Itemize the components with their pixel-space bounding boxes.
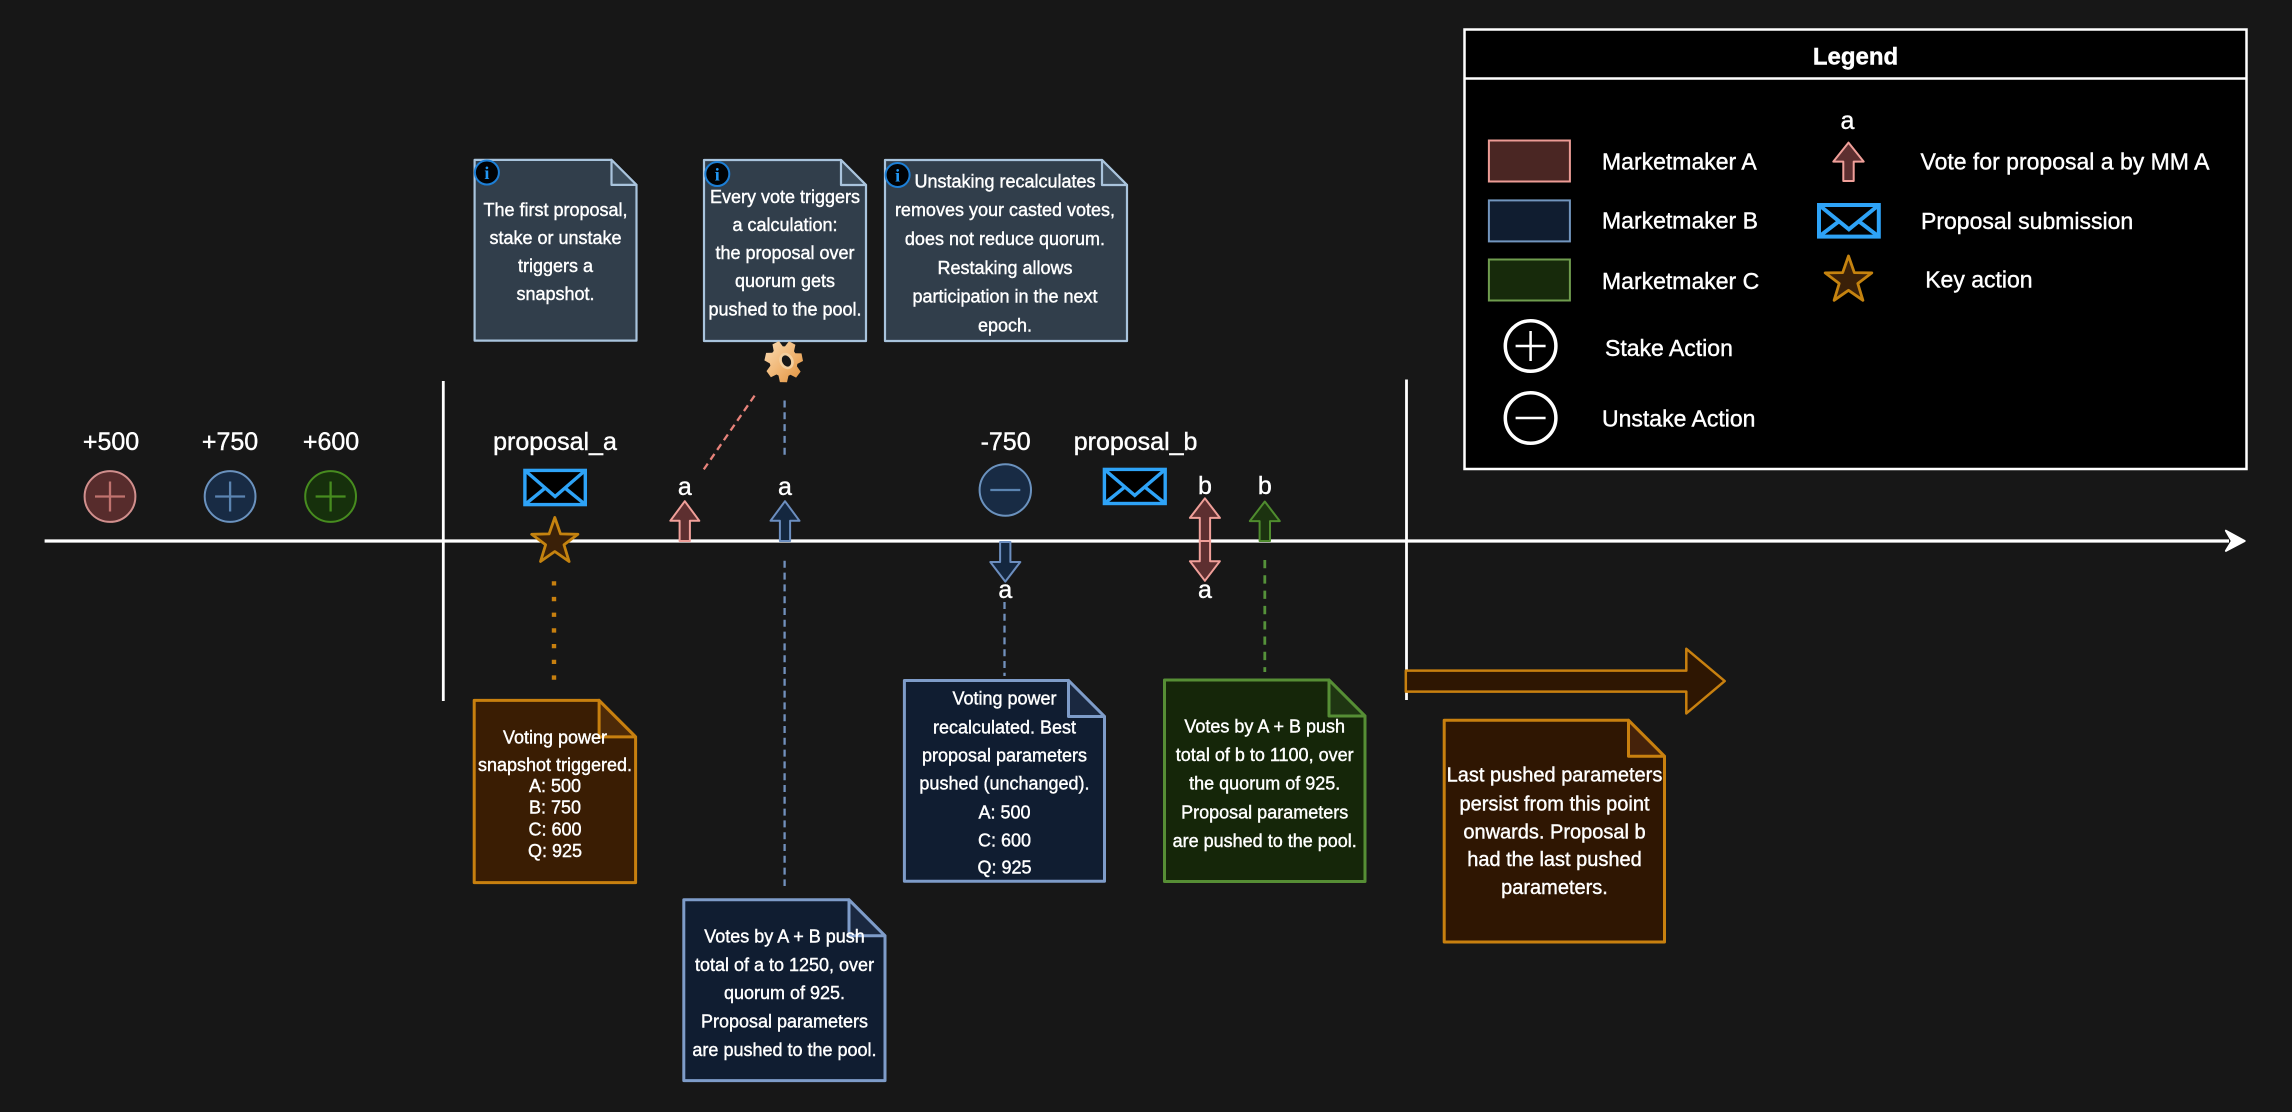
- svg-text:snapshot.: snapshot.: [516, 284, 594, 304]
- svg-text:the quorum of 925.: the quorum of 925.: [1189, 773, 1340, 793]
- svg-text:pushed (unchanged).: pushed (unchanged).: [919, 774, 1089, 794]
- svg-text:are pushed to the pool.: are pushed to the pool.: [1173, 831, 1357, 851]
- svg-text:Unstake Action: Unstake Action: [1602, 406, 1755, 432]
- svg-text:Restaking allows: Restaking allows: [937, 258, 1072, 278]
- svg-text:quorum gets: quorum gets: [735, 271, 835, 291]
- svg-text:Q: 925: Q: 925: [977, 858, 1031, 878]
- svg-text:are pushed to the pool.: are pushed to the pool.: [692, 1040, 876, 1060]
- svg-text:a calculation:: a calculation:: [732, 215, 837, 235]
- svg-text:Voting power: Voting power: [952, 688, 1056, 708]
- svg-text:persist from this point: persist from this point: [1459, 793, 1650, 815]
- svg-text:i: i: [715, 165, 720, 185]
- svg-text:B: 750: B: 750: [529, 798, 581, 818]
- svg-text:i: i: [484, 163, 489, 183]
- svg-text:proposal_b: proposal_b: [1074, 428, 1198, 456]
- svg-text:Votes by A + B push: Votes by A + B push: [1184, 717, 1345, 737]
- svg-text:a: a: [1841, 107, 1855, 135]
- svg-text:parameters.: parameters.: [1501, 877, 1608, 899]
- svg-text:triggers a: triggers a: [518, 256, 594, 276]
- svg-text:Stake Action: Stake Action: [1605, 335, 1733, 361]
- svg-text:A: 500: A: 500: [978, 803, 1030, 823]
- svg-text:b: b: [1198, 472, 1212, 500]
- svg-text:a: a: [778, 473, 792, 501]
- svg-text:C: 600: C: 600: [528, 819, 581, 839]
- svg-text:the proposal over: the proposal over: [715, 243, 854, 263]
- svg-text:+500: +500: [83, 428, 139, 456]
- svg-text:a: a: [1198, 576, 1212, 604]
- svg-text:Proposal parameters: Proposal parameters: [1181, 803, 1348, 823]
- svg-text:+750: +750: [202, 428, 258, 456]
- svg-text:Votes by A + B push: Votes by A + B push: [704, 926, 865, 946]
- svg-text:C: 600: C: 600: [978, 831, 1031, 851]
- svg-text:Q: 925: Q: 925: [528, 841, 582, 861]
- svg-text:Proposal parameters: Proposal parameters: [701, 1012, 868, 1032]
- svg-text:snapshot triggered.: snapshot triggered.: [478, 755, 632, 775]
- svg-text:total of b to 1100, over: total of b to 1100, over: [1176, 745, 1354, 765]
- svg-text:Proposal submission: Proposal submission: [1921, 208, 2133, 234]
- svg-text:removes your casted votes,: removes your casted votes,: [895, 200, 1115, 220]
- svg-text:Last pushed parameters: Last pushed parameters: [1447, 765, 1663, 787]
- svg-text:Key action: Key action: [1925, 267, 2032, 293]
- svg-text:proposal parameters: proposal parameters: [922, 746, 1087, 766]
- svg-text:total of a to 1250, over: total of a to 1250, over: [695, 955, 874, 975]
- svg-text:-750: -750: [981, 428, 1031, 456]
- svg-text:recalculated. Best: recalculated. Best: [933, 717, 1076, 737]
- svg-text:pushed to the pool.: pushed to the pool.: [708, 299, 861, 319]
- svg-text:had the last pushed: had the last pushed: [1467, 849, 1642, 871]
- svg-text:participation in the next: participation in the next: [912, 287, 1097, 307]
- svg-text:epoch.: epoch.: [978, 315, 1032, 335]
- svg-text:The first proposal,: The first proposal,: [483, 200, 627, 220]
- svg-text:Voting power: Voting power: [503, 727, 607, 747]
- svg-text:onwards. Proposal b: onwards. Proposal b: [1463, 822, 1645, 844]
- svg-text:proposal_a: proposal_a: [493, 428, 617, 456]
- svg-text:stake or unstake: stake or unstake: [489, 228, 621, 248]
- svg-text:Legend: Legend: [1813, 44, 1898, 71]
- svg-text:a: a: [998, 576, 1012, 604]
- svg-text:does not reduce quorum.: does not reduce quorum.: [905, 229, 1105, 249]
- svg-text:b: b: [1258, 472, 1272, 500]
- svg-text:+600: +600: [303, 428, 359, 456]
- svg-text:i: i: [895, 166, 900, 186]
- svg-text:a: a: [678, 473, 692, 501]
- svg-text:Vote for proposal a by MM A: Vote for proposal a by MM A: [1921, 149, 2211, 175]
- svg-text:Marketmaker B: Marketmaker B: [1602, 208, 1758, 234]
- svg-text:Every vote triggers: Every vote triggers: [710, 187, 860, 207]
- svg-text:quorum of 925.: quorum of 925.: [724, 983, 845, 1003]
- svg-text:A: 500: A: 500: [529, 776, 581, 796]
- svg-text:Marketmaker C: Marketmaker C: [1602, 268, 1759, 294]
- svg-text:Unstaking recalculates: Unstaking recalculates: [914, 171, 1095, 191]
- svg-text:Marketmaker A: Marketmaker A: [1602, 148, 1757, 174]
